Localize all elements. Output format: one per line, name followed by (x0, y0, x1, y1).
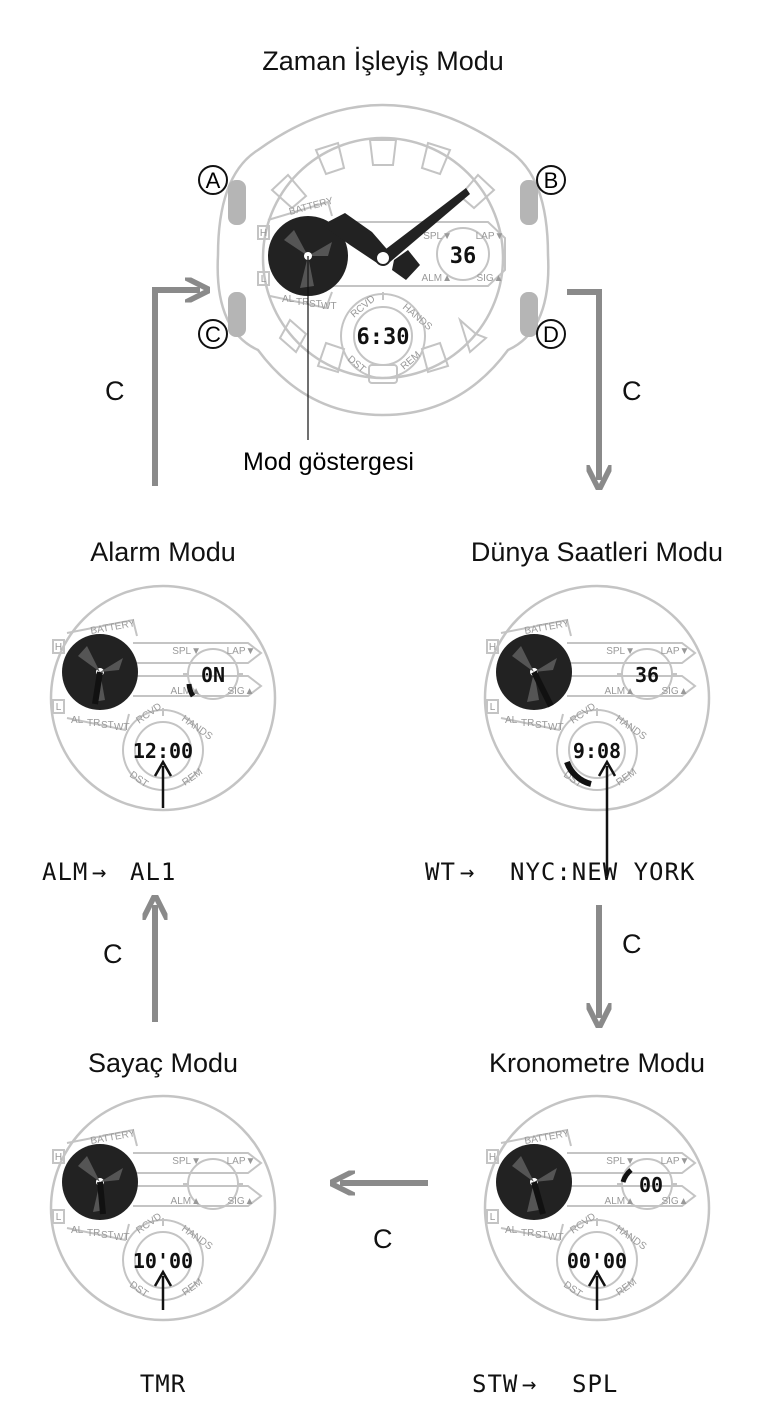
alarm-sequence: ALM → AL1 (42, 858, 176, 886)
button-b-label: B (536, 165, 566, 195)
alarm-watch: 0N 12:00 (49, 584, 277, 812)
svg-text:A: A (206, 168, 221, 193)
stopwatch-watch: 00 00'00 (483, 1094, 711, 1322)
main-upper-display: 36 (450, 244, 477, 269)
button-a-label: A (198, 165, 228, 195)
title-timekeeping: Zaman İşleyiş Modu (262, 45, 504, 76)
button-a[interactable] (228, 180, 246, 225)
flow-arrow-timekeeping-to-worldtime (567, 289, 599, 480)
main-spl-label: SPL▼ (423, 231, 452, 242)
world-time-seq-arrow: → (460, 858, 475, 886)
alarm-seq-from: ALM (42, 858, 88, 886)
button-d[interactable] (520, 292, 538, 337)
main-wt-label: WT (321, 301, 337, 312)
button-d-label: D (536, 319, 566, 349)
alarm-upper-display: 0N (201, 663, 225, 687)
stopwatch-upper-display: 00 (639, 1173, 663, 1197)
button-c[interactable] (228, 292, 246, 337)
minute-hand (378, 188, 470, 262)
world-time-seq-from: WT (425, 858, 456, 886)
flow-label-1: C (622, 376, 642, 406)
title-world-time: Dünya Saatleri Modu (471, 537, 723, 567)
timer-seq-label: TMR (140, 1370, 186, 1398)
world-time-lower-display: 9:08 (573, 739, 621, 763)
main-high-label: H (260, 228, 267, 239)
world-time-watch: 36 9:08 (483, 584, 711, 876)
timer-watch: 10'00 (49, 1094, 277, 1322)
flow-label-2: C (105, 376, 125, 406)
main-al-label: AL (282, 294, 295, 305)
title-timer: Sayaç Modu (88, 1048, 238, 1078)
alarm-seq-to: AL1 (130, 858, 176, 886)
button-c-label: C (198, 319, 228, 349)
stopwatch-seq-arrow: → (522, 1370, 537, 1398)
main-low-label: L (261, 274, 267, 285)
main-rem-label: REM (399, 350, 423, 373)
main-sig-label: SIG▲ (476, 273, 503, 284)
alarm-lower-display: 12:00 (133, 739, 193, 763)
world-time-seq-to: NYC:NEW YORK (510, 858, 695, 886)
flow-label-4: C (103, 939, 123, 969)
main-st-label: ST (309, 299, 322, 310)
flow-label-5: C (373, 1224, 393, 1254)
world-time-upper-display: 36 (635, 663, 659, 687)
svg-text:D: D (543, 322, 559, 347)
svg-text:B: B (544, 168, 559, 193)
stopwatch-sequence: STW → SPL (472, 1370, 618, 1398)
world-time-sequence: WT → NYC:NEW YORK (425, 858, 695, 886)
title-stopwatch: Kronometre Modu (489, 1048, 705, 1078)
button-b[interactable] (520, 180, 538, 225)
main-watch: A B C D SPL▼ LAP▼ ALM▲ SIG▲ (198, 103, 566, 440)
flow-label-3: C (622, 929, 642, 959)
stopwatch-seq-to: SPL (572, 1370, 618, 1398)
stopwatch-lower-display: 00'00 (567, 1249, 627, 1273)
timer-lower-display: 10'00 (133, 1249, 193, 1273)
mode-indicator-label: Mod göstergesi (243, 448, 414, 476)
main-lower-display: 6:30 (357, 325, 410, 350)
svg-text:C: C (205, 322, 221, 347)
alarm-seq-arrow: → (92, 858, 107, 886)
stopwatch-seq-from: STW (472, 1370, 518, 1398)
main-tr-label: TR (296, 297, 309, 308)
flow-arrow-alarm-to-timekeeping (152, 290, 200, 486)
main-battery-label: BATTERY (288, 195, 335, 217)
main-rcvd-label: RCVD (349, 294, 378, 321)
title-alarm: Alarm Modu (90, 537, 236, 567)
main-lap-label: LAP▼ (476, 231, 505, 242)
hour-hand (322, 213, 392, 265)
main-alm-label: ALM▲ (422, 273, 452, 284)
